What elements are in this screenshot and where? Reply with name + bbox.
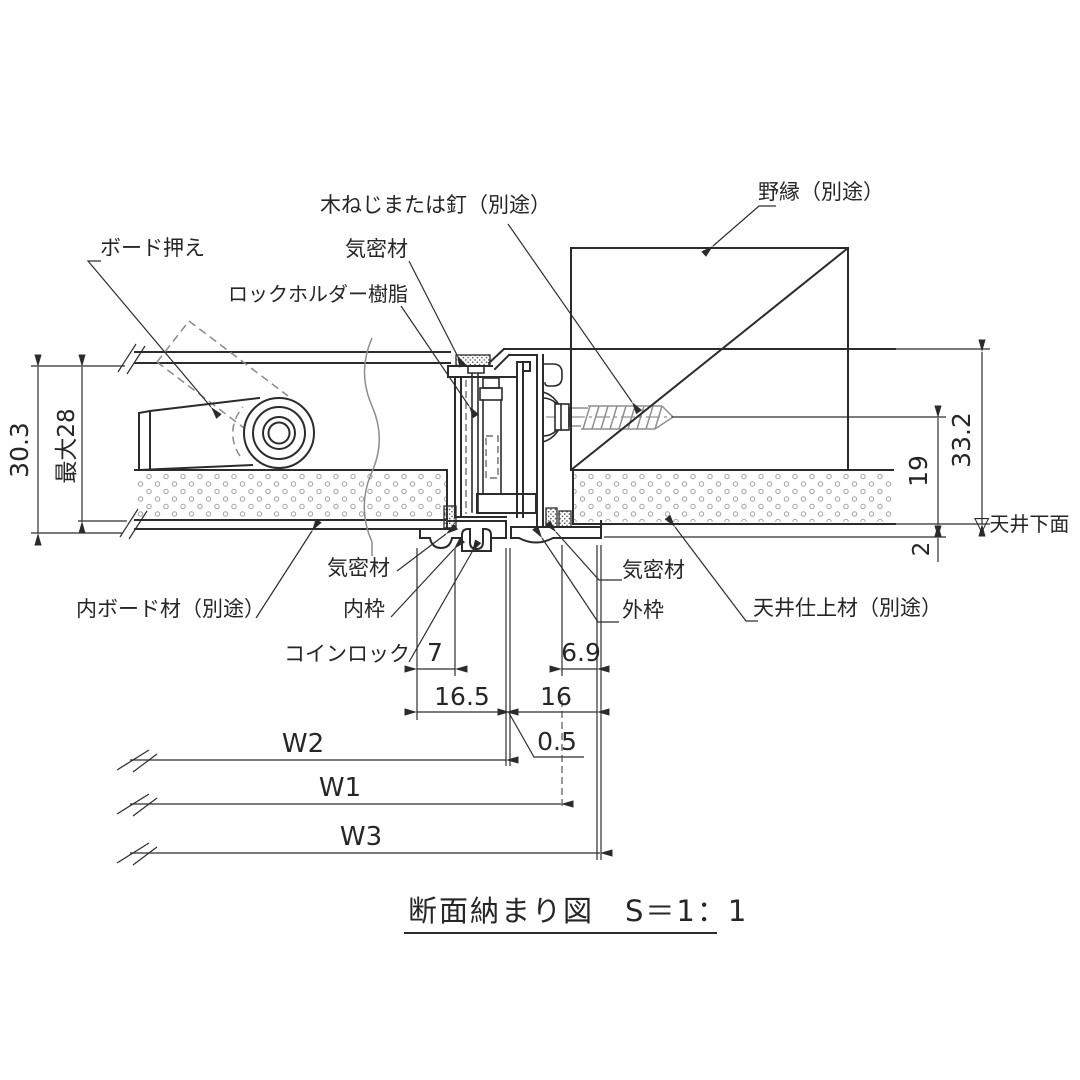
leader-outer-frame xyxy=(532,525,619,623)
leader-lines xyxy=(86,205,776,663)
label-ceiling-finish: 天井仕上材（別途） xyxy=(753,596,942,620)
leader-gasket-top xyxy=(408,260,466,368)
lever-pivot xyxy=(243,397,315,469)
leader-coin-lock xyxy=(408,539,482,663)
leader-furring xyxy=(701,205,776,257)
label-lock-holder: ロックホルダー樹脂 xyxy=(228,282,408,306)
coin-lock-body xyxy=(476,377,537,514)
leader-gasket-bottom-right xyxy=(545,520,622,581)
break-wave-line xyxy=(363,337,380,556)
hatch-panel xyxy=(117,337,451,556)
title-block: 断面納まり図 S＝1：1 xyxy=(404,894,748,934)
dim-0-5-leader xyxy=(508,712,584,758)
extension-lines xyxy=(31,348,990,860)
leader-gasket-bottom-left xyxy=(396,523,459,572)
w2-break-mark xyxy=(116,749,158,773)
gaskets xyxy=(443,354,572,529)
screw-threads xyxy=(582,405,663,430)
outer-frame-profile xyxy=(487,347,896,544)
label-gasket-bottom-left: 気密材 xyxy=(327,556,390,580)
wood-screw xyxy=(546,403,692,431)
dim-30-3: 30.3 xyxy=(5,422,34,478)
dim-w1: W1 xyxy=(319,773,361,803)
dim-19: 19 xyxy=(904,455,933,487)
w1-break-mark xyxy=(116,793,158,817)
dim-max28: 最大28 xyxy=(54,408,80,483)
lever-open-position xyxy=(156,320,289,438)
drawing-title: 断面納まり図 S＝1：1 xyxy=(408,894,748,928)
leader-inner-frame xyxy=(390,537,466,618)
label-inner-board: 内ボード材（別途） xyxy=(76,597,265,621)
text-labels: 木ねじまたは釘（別途） 野縁（別途） ボード押え 気密材 ロックホルダー樹脂 気… xyxy=(76,180,1069,666)
label-inner-frame: 内枠 xyxy=(343,597,385,621)
break-slash-top xyxy=(117,343,146,375)
dim-w3: W3 xyxy=(340,822,382,852)
screw-tip xyxy=(581,405,674,430)
label-gasket-bottom-right: 気密材 xyxy=(622,558,685,582)
dim-16-5: 16.5 xyxy=(434,682,490,711)
furring-and-ceiling xyxy=(569,246,896,525)
leader-inner-board xyxy=(255,518,322,619)
label-screw: 木ねじまたは釘（別途） xyxy=(320,193,551,217)
leader-ceiling-finish xyxy=(664,514,758,622)
furring-diagonal xyxy=(569,246,850,472)
dim-0-5: 0.5 xyxy=(537,727,577,756)
ceiling-board-stipple xyxy=(574,472,892,522)
label-furring: 野縁（別途） xyxy=(758,180,884,204)
gasket-bottom-right-block1 xyxy=(545,507,558,528)
label-coin-lock: コインロック xyxy=(284,642,410,666)
leader-lock-holder xyxy=(400,305,479,419)
dimension-lines xyxy=(34,339,986,866)
inner-board-stipple xyxy=(136,472,446,518)
label-gasket-top: 気密材 xyxy=(345,237,408,261)
leader-board-holder xyxy=(86,260,222,419)
dim-6-9: 6.9 xyxy=(561,638,601,667)
label-board-holder: ボード押え xyxy=(100,236,205,260)
label-ceiling-underside: ▽天井下面 xyxy=(974,512,1069,536)
gasket-bottom-left-block xyxy=(443,505,457,529)
gasket-top-block xyxy=(455,354,491,367)
dim-2: 2 xyxy=(909,542,935,557)
inner-frame-profile xyxy=(419,361,537,552)
screw-head xyxy=(554,403,570,431)
board-holder-lever xyxy=(137,320,315,472)
dim-16: 16 xyxy=(540,682,572,711)
break-slash-bottom xyxy=(119,508,148,540)
w3-break-mark xyxy=(116,842,158,866)
gasket-bottom-right-block2 xyxy=(558,510,572,528)
dim-7: 7 xyxy=(427,638,443,667)
dim-w2: W2 xyxy=(282,729,324,759)
coin-slot-knob xyxy=(461,528,492,552)
outer-frame-hook xyxy=(542,363,563,387)
dim-33-2: 33.2 xyxy=(947,412,976,468)
label-outer-frame: 外枠 xyxy=(622,598,664,622)
dimension-texts: 30.3 最大28 33.2 19 2 7 6.9 16.5 16 0.5 W2… xyxy=(5,408,976,852)
leader-screw xyxy=(507,223,643,415)
